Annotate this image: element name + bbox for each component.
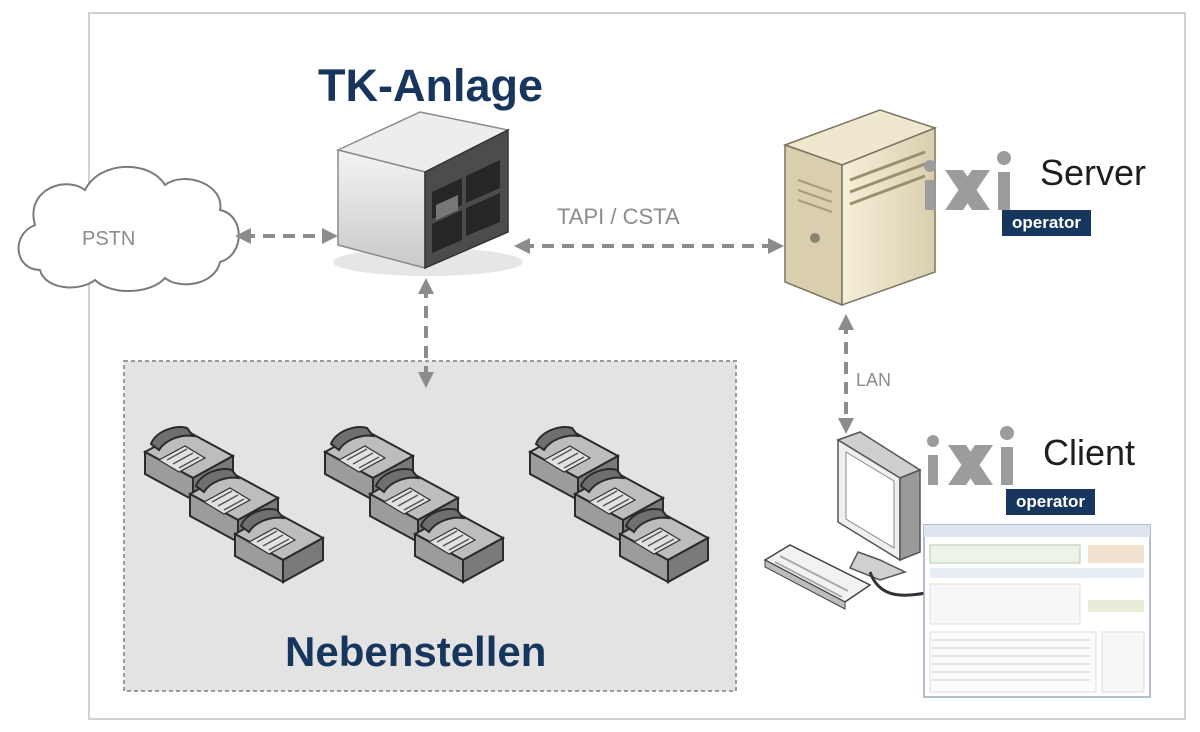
- cloud-icon: [17, 165, 240, 292]
- ixi-logo-icon: [927, 426, 1014, 485]
- client-operator-badge: operator: [1006, 489, 1095, 515]
- phone-icon: [412, 508, 506, 584]
- client-name: Client: [1043, 432, 1136, 473]
- app-screenshot-icon: [923, 524, 1151, 698]
- server-tower-icon: [782, 109, 938, 307]
- extensions-label: Nebenstellen: [285, 628, 547, 675]
- diagram-frame: [88, 12, 1186, 720]
- phone-icon: [617, 508, 711, 584]
- pbx-icon: [333, 111, 523, 276]
- server-operator-badge: operator: [1002, 210, 1091, 236]
- phone-icon: [232, 508, 326, 584]
- lan-label: LAN: [856, 370, 892, 390]
- keyboard-icon: [763, 544, 872, 610]
- pbx-title: TK-Anlage: [318, 60, 543, 111]
- phone-icon: [367, 468, 461, 544]
- ixi-logo-icon: [924, 151, 1011, 210]
- pstn-label: PSTN: [82, 228, 136, 250]
- server-name: Server: [1040, 152, 1147, 193]
- tapi-csta-label: TAPI / CSTA: [557, 204, 680, 229]
